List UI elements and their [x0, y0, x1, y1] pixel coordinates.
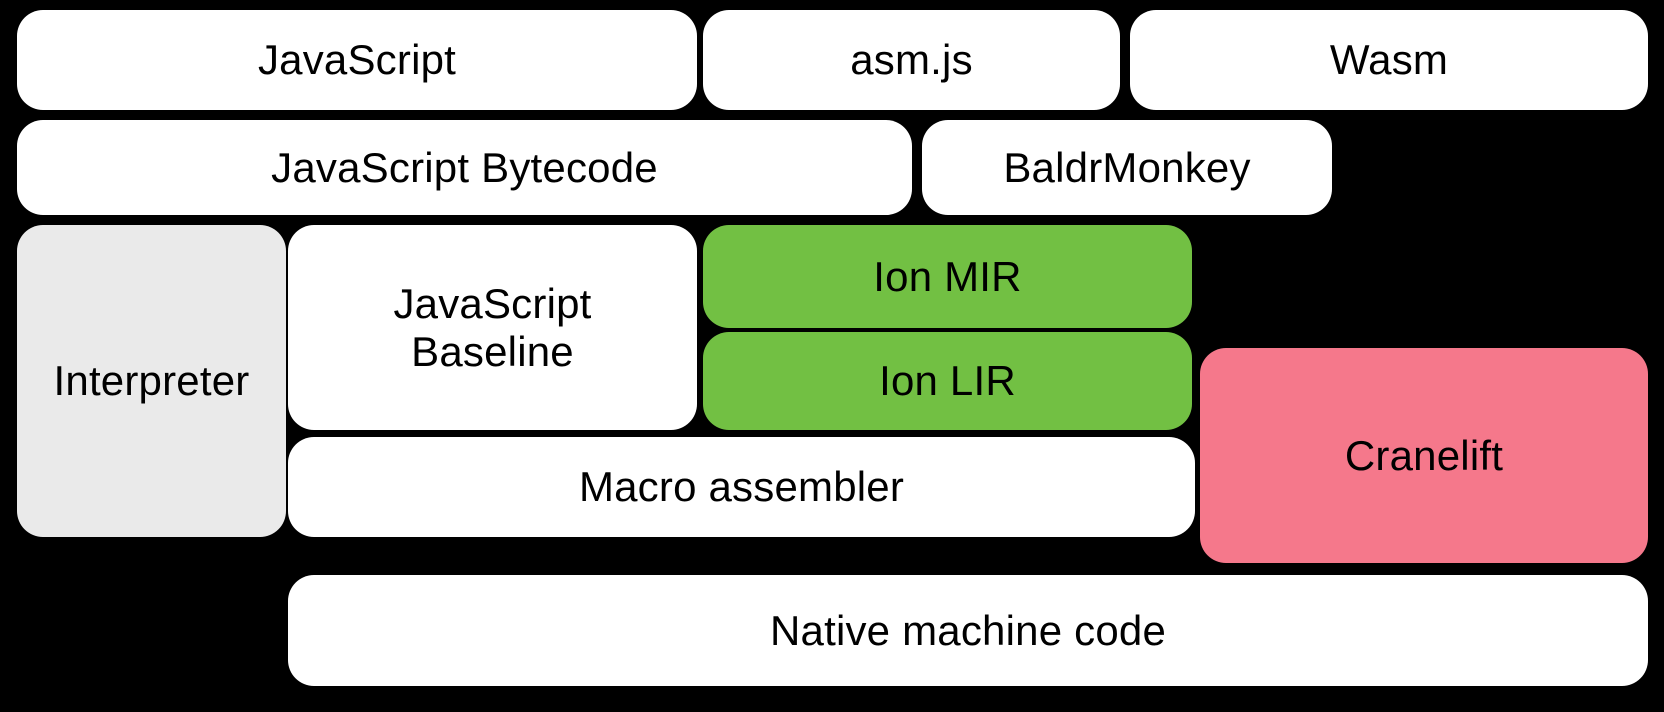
node-label-javascript-baseline: JavaScript Baseline — [393, 280, 592, 375]
node-wasm: Wasm — [1130, 10, 1648, 110]
node-javascript-baseline: JavaScript Baseline — [288, 225, 697, 430]
node-native-machine-code: Native machine code — [288, 575, 1648, 686]
node-label-native-machine-code: Native machine code — [769, 606, 1166, 654]
node-ion-mir: Ion MIR — [703, 225, 1192, 328]
node-label-asm-js: asm.js — [850, 36, 973, 84]
node-macro-assembler: Macro assembler — [288, 437, 1195, 537]
node-label-baldrmonkey: BaldrMonkey — [1003, 143, 1251, 191]
node-ion-lir: Ion LIR — [703, 332, 1192, 430]
node-label-cranelift: Cranelift — [1344, 431, 1504, 479]
node-label-javascript-bytecode: JavaScript Bytecode — [271, 143, 658, 191]
node-label-javascript: JavaScript — [257, 36, 457, 84]
node-label-ion-lir: Ion LIR — [879, 357, 1016, 405]
node-baldrmonkey: BaldrMonkey — [922, 120, 1332, 215]
node-label-ion-mir: Ion MIR — [873, 252, 1022, 300]
node-asm-js: asm.js — [703, 10, 1120, 110]
node-javascript: JavaScript — [17, 10, 697, 110]
node-label-macro-assembler: Macro assembler — [578, 463, 905, 511]
node-interpreter: Interpreter — [17, 225, 286, 537]
node-javascript-bytecode: JavaScript Bytecode — [17, 120, 912, 215]
node-cranelift: Cranelift — [1200, 348, 1648, 563]
node-label-wasm: Wasm — [1329, 36, 1449, 84]
node-label-interpreter: Interpreter — [53, 357, 250, 405]
